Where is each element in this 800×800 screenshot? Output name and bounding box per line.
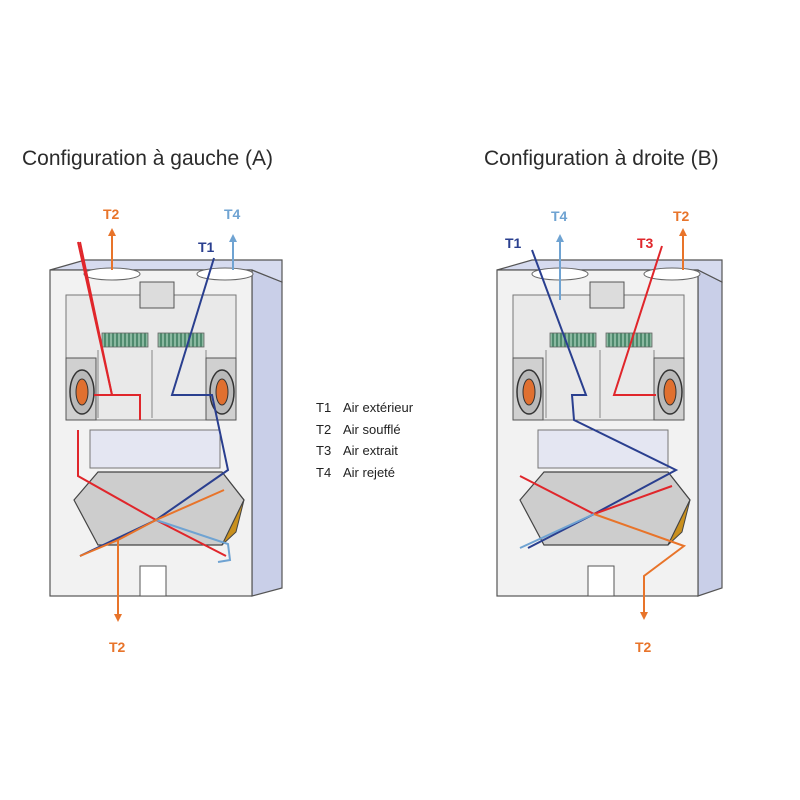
fan-left xyxy=(65,357,97,421)
label-t1-left: T1 xyxy=(198,239,215,255)
label-t2-bottom-right: T2 xyxy=(635,639,652,655)
control-box xyxy=(139,281,175,309)
filter-left xyxy=(101,332,149,348)
legend-code: T4 xyxy=(316,464,332,480)
legend-item: T4 Air rejeté xyxy=(316,462,413,484)
legend-code: T2 xyxy=(316,421,332,437)
legend-text: Air rejeté xyxy=(343,464,396,480)
legend-code: T1 xyxy=(316,400,332,415)
legend-text: Air soufflé xyxy=(343,421,401,437)
label-t1-right: T1 xyxy=(505,235,522,251)
unit-right xyxy=(496,228,723,620)
fan-right xyxy=(205,357,237,421)
legend-item: T1 Air extérieur xyxy=(316,397,413,419)
legend-code: T3 xyxy=(316,443,332,458)
label-t3-right: T3 xyxy=(637,235,654,251)
filter-right xyxy=(157,332,205,348)
fan-right xyxy=(653,357,685,421)
heat-exchanger-left xyxy=(73,471,245,546)
legend-text: Air extrait xyxy=(343,443,398,458)
label-t4-top-right: T4 xyxy=(551,208,568,224)
legend-item: T3 Air extrait xyxy=(316,440,413,462)
label-t4-top-left: T4 xyxy=(224,206,241,222)
legend: T1 Air extérieur T2 Air soufflé T3 Air e… xyxy=(316,397,413,483)
legend-item: T2 Air soufflé xyxy=(316,419,413,441)
control-box xyxy=(589,281,625,309)
unit-left xyxy=(49,228,283,622)
label-t2-bottom-left: T2 xyxy=(109,639,126,655)
fan-left xyxy=(512,357,544,421)
title-configuration-right: Configuration à droite (B) xyxy=(484,147,719,170)
filter-right xyxy=(605,332,653,348)
legend-text: Air extérieur xyxy=(343,400,414,415)
label-t2-top-left: T2 xyxy=(103,206,120,222)
label-t2-top-right: T2 xyxy=(673,208,690,224)
filter-left xyxy=(549,332,597,348)
title-configuration-left: Configuration à gauche (A) xyxy=(22,147,273,170)
